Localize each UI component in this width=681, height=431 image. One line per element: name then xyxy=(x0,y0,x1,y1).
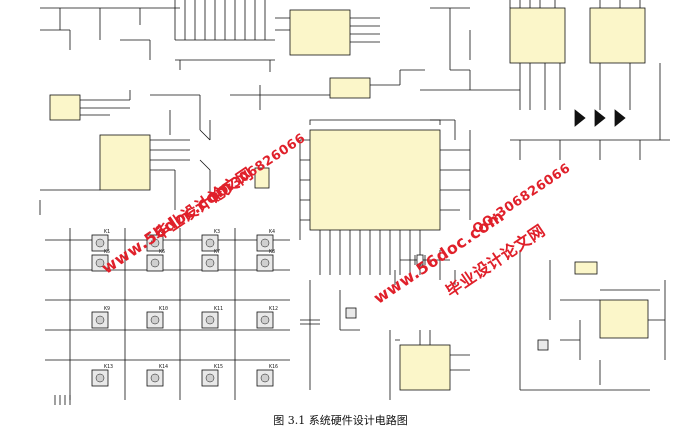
key-label: K15 xyxy=(214,364,223,370)
key-label: K4 xyxy=(269,229,275,235)
key-label: K2 xyxy=(159,229,165,235)
key-button-cap xyxy=(260,315,270,325)
key-button-cap xyxy=(150,373,160,383)
key-button-cap xyxy=(95,373,105,383)
key-button-cap xyxy=(205,373,215,383)
key-button-cap xyxy=(95,258,105,268)
key-label: K7 xyxy=(214,249,220,255)
key-button-cap xyxy=(205,315,215,325)
key-label: K14 xyxy=(159,364,168,370)
key-label: K9 xyxy=(104,306,110,312)
key-button-cap xyxy=(150,315,160,325)
key-label: K10 xyxy=(159,306,168,312)
key-button-cap xyxy=(260,373,270,383)
key-button-cap xyxy=(260,258,270,268)
key-button-cap xyxy=(205,258,215,268)
key-label: K16 xyxy=(269,364,278,370)
key-label: K11 xyxy=(214,306,223,312)
key-button-cap xyxy=(260,238,270,248)
key-label: K8 xyxy=(269,249,275,255)
key-label: K6 xyxy=(159,249,165,255)
key-label: K1 xyxy=(104,229,110,235)
key-button-cap xyxy=(95,315,105,325)
key-button-cap xyxy=(150,258,160,268)
key-label: K12 xyxy=(269,306,278,312)
key-button-cap xyxy=(95,238,105,248)
key-label: K13 xyxy=(104,364,113,370)
figure-caption: 图 3.1 系统硬件设计电路图 xyxy=(273,414,408,427)
key-label: K3 xyxy=(214,229,220,235)
key-label: K5 xyxy=(104,249,110,255)
key-button-cap xyxy=(150,238,160,248)
key-button-cap xyxy=(205,238,215,248)
